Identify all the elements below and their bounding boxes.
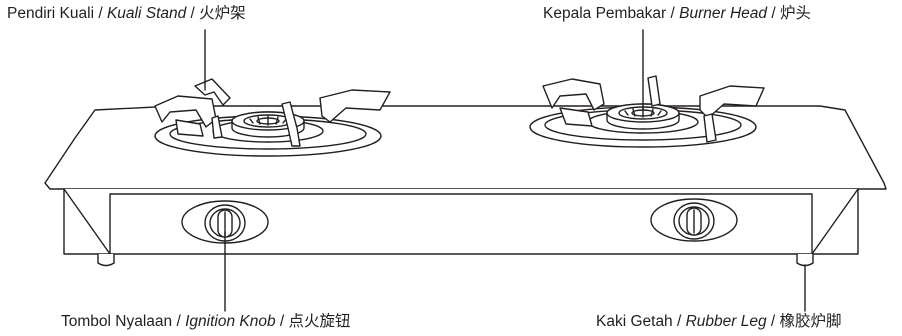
label-separator: / bbox=[766, 313, 780, 330]
label-rubber-leg: Kaki Getah / Rubber Leg / 橡胶炉脚 bbox=[596, 313, 842, 331]
burner-right bbox=[529, 75, 765, 148]
label-burner-head-english: Burner Head bbox=[679, 5, 768, 22]
kuali-stand-arm-front-2 bbox=[559, 107, 593, 127]
label-kuali-stand-english: Kuali Stand bbox=[106, 5, 187, 22]
kuali-stand-arm-right bbox=[319, 89, 391, 123]
label-ignition-knob-english: Ignition Knob bbox=[185, 313, 276, 330]
rubber-leg-left bbox=[97, 253, 115, 267]
rubber-leg-right bbox=[796, 253, 814, 267]
label-separator: / bbox=[94, 5, 107, 22]
label-ignition-knob: Tombol Nyalaan / Ignition Knob / 点火旋钮 bbox=[61, 313, 351, 331]
label-rubber-leg-malay: Kaki Getah bbox=[596, 313, 673, 330]
label-separator: / bbox=[672, 313, 686, 330]
label-separator: / bbox=[767, 5, 780, 22]
label-kuali-stand-malay: Pendiri Kuali bbox=[7, 5, 95, 22]
leader-lines bbox=[204, 29, 806, 312]
label-separator: / bbox=[172, 313, 186, 330]
kuali-stand-arm-left bbox=[154, 95, 217, 128]
label-ignition-knob-malay: Tombol Nyalaan bbox=[61, 313, 173, 330]
kuali-stand-post-right-2 bbox=[703, 113, 717, 143]
stove-front-panel bbox=[63, 188, 859, 255]
label-rubber-leg-english: Rubber Leg bbox=[685, 313, 767, 330]
label-burner-head-chinese: 炉头 bbox=[779, 5, 811, 22]
ignition-knob-left bbox=[181, 200, 269, 244]
kuali-stand-arm-back-2 bbox=[647, 75, 661, 107]
kuali-stand-arm-right-2 bbox=[699, 85, 765, 119]
kuali-stand-arm-left-2 bbox=[542, 78, 605, 111]
label-rubber-leg-chinese: 橡胶炉脚 bbox=[779, 313, 842, 330]
label-kuali-stand-chinese: 火炉架 bbox=[199, 5, 246, 22]
kuali-stand-arm-front bbox=[175, 119, 204, 137]
label-burner-head-malay: Kepala Pembakar bbox=[543, 5, 667, 22]
burner-left bbox=[154, 78, 391, 157]
label-separator: / bbox=[186, 5, 200, 22]
label-kuali-stand: Pendiri Kuali / Kuali Stand / 火炉架 bbox=[7, 5, 246, 23]
label-ignition-knob-chinese: 点火旋钮 bbox=[288, 313, 351, 330]
label-burner-head: Kepala Pembakar / Burner Head / 炉头 bbox=[543, 5, 811, 23]
ignition-knob-right bbox=[650, 198, 738, 242]
kuali-stand-arm-back bbox=[194, 78, 231, 106]
stove-top-plate bbox=[44, 105, 887, 190]
label-separator: / bbox=[275, 313, 289, 330]
label-separator: / bbox=[666, 5, 680, 22]
kuali-stand-post-center bbox=[281, 101, 301, 147]
kuali-stand-post-left bbox=[211, 115, 223, 139]
stove-front-bevel bbox=[63, 188, 859, 255]
